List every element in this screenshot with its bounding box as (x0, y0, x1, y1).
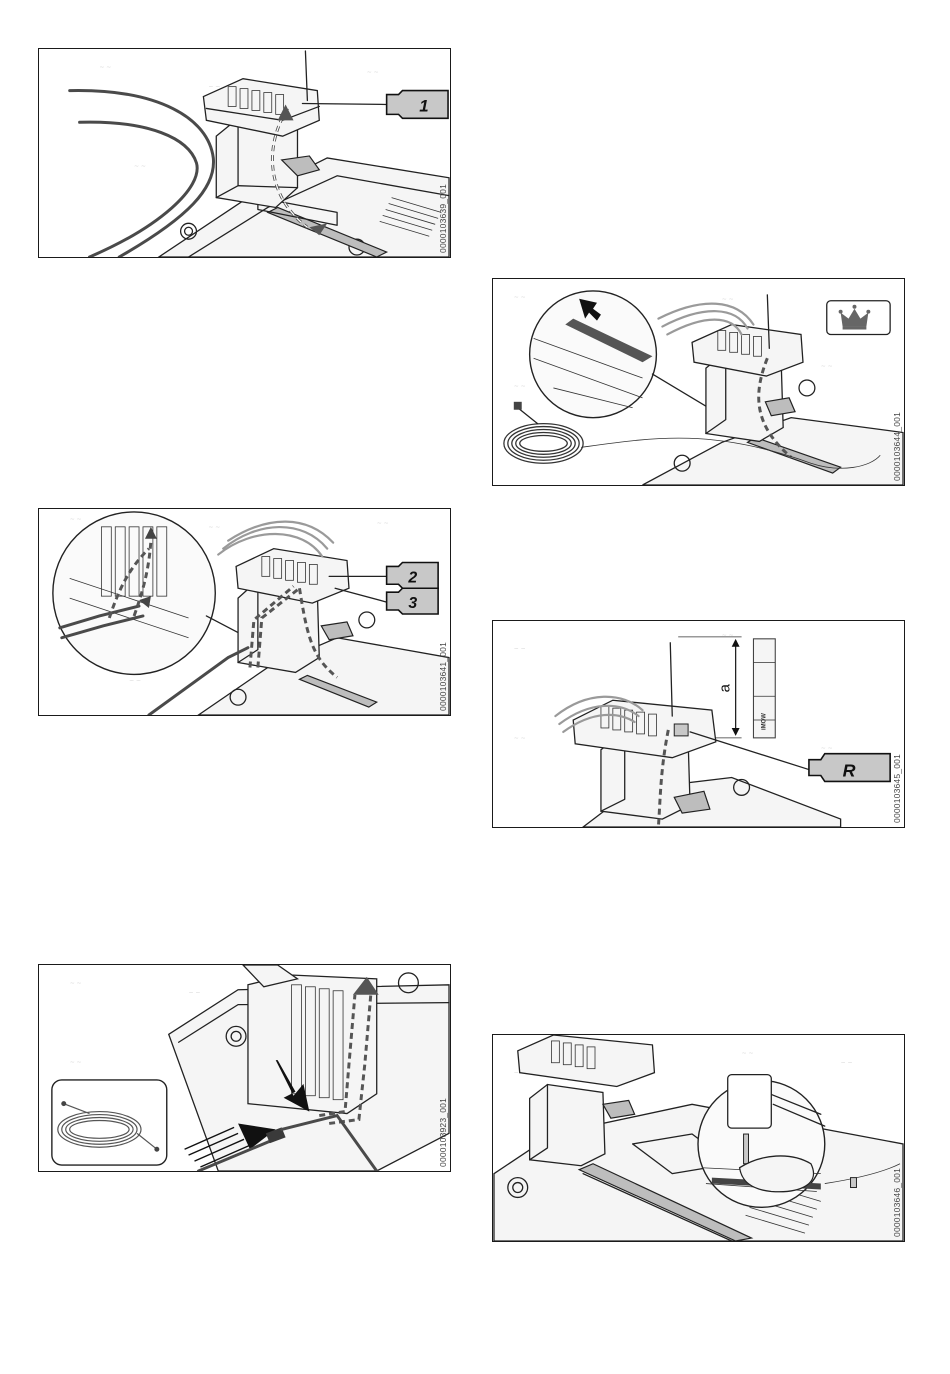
callout-2-label: 2 (407, 569, 417, 586)
svg-text:~ ~: ~ ~ (514, 294, 526, 301)
svg-text:~ ~: ~ ~ (722, 296, 734, 303)
figure-4-illustration: ~ ~ ~ ~ ~ ~ ~ ~ (493, 279, 904, 485)
figure-3-illustration: ~ ~~ ~~ ~~ ~ (39, 965, 450, 1171)
svg-text:~ ~: ~ ~ (99, 64, 111, 71)
callout-r-label: R (843, 760, 856, 780)
svg-text:~ ~: ~ ~ (189, 990, 201, 997)
figure-1-code: 0000103639_001 (438, 184, 448, 253)
dimension-a-label: a (718, 683, 734, 692)
figure-3: ~ ~~ ~~ ~~ ~ (38, 964, 451, 1172)
figure-1-illustration: ~ ~~ ~~ ~~ ~~ ~ (39, 49, 450, 257)
figure-5-code: 0000103645_001 (892, 754, 902, 823)
callout-1-label: 1 (419, 96, 428, 115)
figure-6: ~ ~~ ~~ ~ 0000103646_001 (492, 1034, 905, 1242)
svg-text:~ ~: ~ ~ (377, 520, 389, 527)
svg-text:~ ~: ~ ~ (70, 980, 82, 987)
svg-text:~ ~: ~ ~ (821, 745, 833, 752)
svg-text:~ ~: ~ ~ (70, 1059, 82, 1066)
svg-text:~ ~: ~ ~ (129, 677, 141, 684)
callout-3-label: 3 (408, 595, 417, 612)
svg-text:~ ~: ~ ~ (514, 383, 526, 390)
svg-text:~ ~: ~ ~ (70, 516, 82, 523)
svg-text:~ ~: ~ ~ (208, 524, 220, 531)
crown-icon (827, 301, 890, 335)
figure-5: ~ ~ ~ ~ ~ ~ ~ ~ iMOW a R 0000103645_001 (492, 620, 905, 828)
svg-text:~ ~: ~ ~ (514, 735, 526, 742)
svg-text:~ ~: ~ ~ (821, 363, 833, 370)
figure-5-illustration: ~ ~ ~ ~ ~ ~ ~ ~ iMOW a R (493, 621, 904, 827)
svg-text:~ ~: ~ ~ (134, 163, 146, 170)
svg-text:~ ~: ~ ~ (742, 1050, 754, 1057)
figure-4-code: 0000103644_001 (892, 412, 902, 481)
svg-text:~ ~: ~ ~ (722, 632, 734, 639)
figure-4: ~ ~ ~ ~ ~ ~ ~ ~ (492, 278, 905, 486)
figure-2-code: 0000103641_001 (438, 642, 448, 711)
svg-text:~ ~: ~ ~ (367, 69, 379, 76)
figure-6-code: 0000103646_001 (892, 1168, 902, 1237)
figure-2-illustration: ~ ~~ ~~ ~~ ~~ ~ (39, 509, 450, 715)
figure-3-code: 0000103923_001 (438, 1098, 448, 1167)
gauge-brand-text: iMOW (761, 713, 767, 730)
figure-2: ~ ~~ ~~ ~~ ~~ ~ (38, 508, 451, 716)
svg-text:~ ~: ~ ~ (514, 646, 526, 653)
figure-6-illustration: ~ ~~ ~~ ~ (493, 1035, 904, 1241)
figure-1: ~ ~~ ~~ ~~ ~~ ~ (38, 48, 451, 258)
svg-text:~ ~: ~ ~ (841, 1060, 853, 1067)
